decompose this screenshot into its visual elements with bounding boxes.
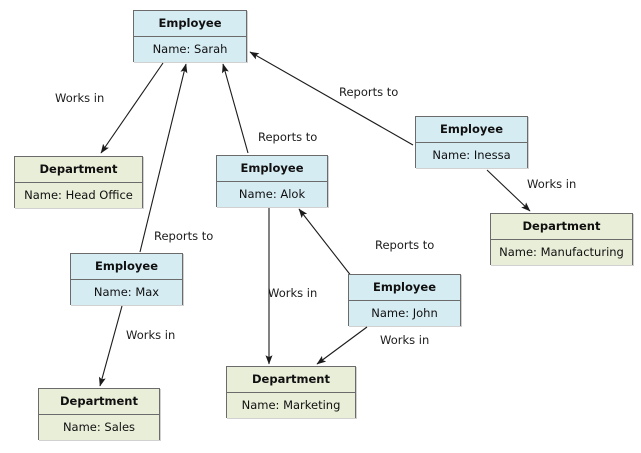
node-title: Department bbox=[15, 157, 142, 183]
node-attribute: Name: John bbox=[349, 301, 460, 326]
node-title: Department bbox=[491, 214, 632, 240]
edge-label-e2: Reports to bbox=[154, 229, 214, 243]
edge-e8 bbox=[298, 208, 353, 278]
edge-label-e5: Works in bbox=[527, 177, 577, 191]
edge-label-e3: Reports to bbox=[258, 130, 318, 144]
node-attribute: Name: Marketing bbox=[227, 393, 355, 418]
node-attribute: Name: Max bbox=[71, 280, 182, 305]
node-attribute: Name: Sales bbox=[39, 415, 159, 440]
node-title: Employee bbox=[217, 156, 327, 182]
edge-e2 bbox=[139, 63, 188, 253]
edge-e3 bbox=[221, 63, 249, 154]
node-attribute: Name: Manufacturing bbox=[491, 240, 632, 265]
node-attribute: Name: Alok bbox=[217, 182, 327, 207]
edge-label-e6: Works in bbox=[126, 328, 176, 342]
edge-e9 bbox=[316, 326, 368, 365]
edge-label-e1: Works in bbox=[55, 91, 105, 105]
edge-label-e4: Reports to bbox=[339, 85, 399, 99]
node-title: Employee bbox=[416, 117, 527, 143]
node-title: Department bbox=[39, 389, 159, 415]
edge-label-e7: Works in bbox=[268, 286, 318, 300]
edge-e6 bbox=[98, 305, 123, 387]
node-attribute: Name: Sarah bbox=[134, 37, 246, 62]
edge-e1 bbox=[100, 62, 164, 154]
node-attribute: Name: Inessa bbox=[416, 143, 527, 168]
edge-label-e9: Works in bbox=[380, 333, 430, 347]
edge-label-e8: Reports to bbox=[375, 238, 435, 252]
edge-e5 bbox=[486, 169, 531, 212]
node-title: Employee bbox=[71, 254, 182, 280]
node-title: Employee bbox=[134, 11, 246, 37]
node-title: Department bbox=[227, 367, 355, 393]
node-title: Employee bbox=[349, 275, 460, 301]
node-attribute: Name: Head Office bbox=[15, 183, 142, 208]
